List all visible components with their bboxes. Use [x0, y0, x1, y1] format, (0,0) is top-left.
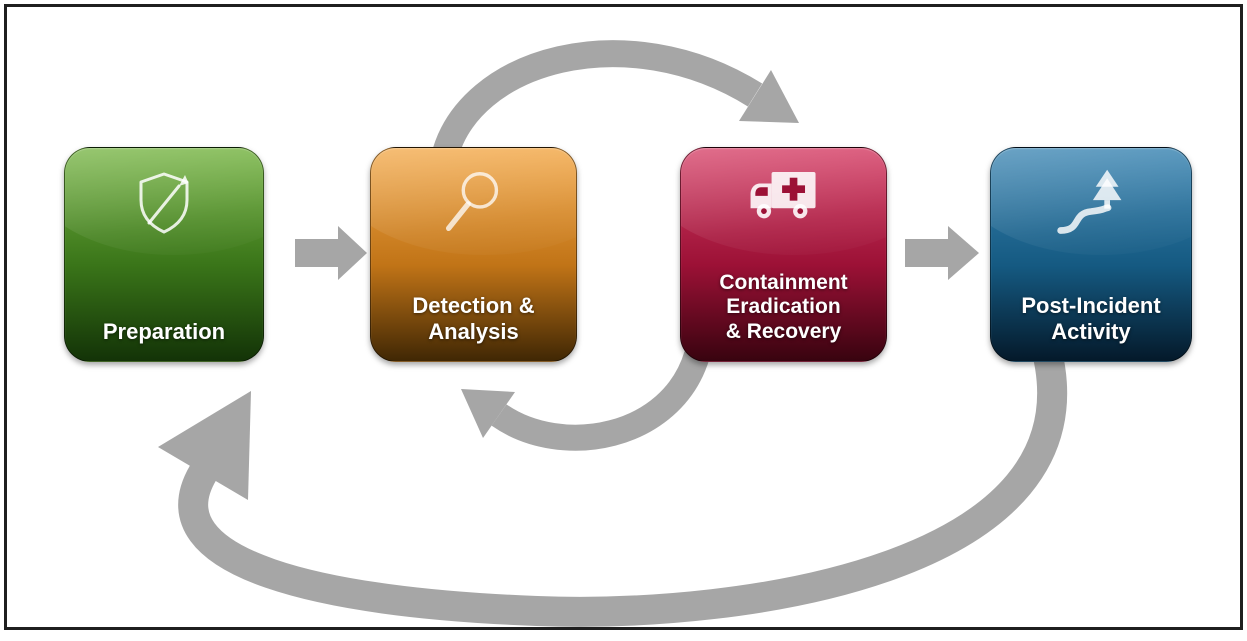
- stage-label-detection-analysis: Detection & Analysis: [412, 293, 534, 345]
- stage-label-post-incident-activity: Post-Incident Activity: [1021, 293, 1160, 345]
- magnifier-icon: [435, 164, 513, 247]
- diagram-frame: Preparation Detection & Analysis: [4, 4, 1243, 630]
- containment-to-detection-return-arc: [461, 355, 697, 438]
- stage-label-containment-eradication-recovery: Containment Eradication & Recovery: [719, 271, 847, 345]
- containment-to-postincident-arrow: [905, 226, 979, 280]
- postincident-to-preparation-arc: [158, 352, 1052, 612]
- stage-detection-analysis: Detection & Analysis: [370, 147, 577, 362]
- stage-post-incident-activity: Post-Incident Activity: [990, 147, 1192, 362]
- preparation-to-detection-arrow: [295, 226, 367, 280]
- stage-preparation: Preparation: [64, 147, 264, 362]
- tree-path-icon: [1053, 164, 1129, 245]
- shield-pen-icon: [124, 164, 204, 249]
- stage-label-preparation: Preparation: [103, 319, 225, 345]
- ambulance-icon: [741, 164, 827, 227]
- stage-containment-eradication-recovery: Containment Eradication & Recovery: [680, 147, 887, 362]
- detection-to-containment-arc: [444, 54, 799, 159]
